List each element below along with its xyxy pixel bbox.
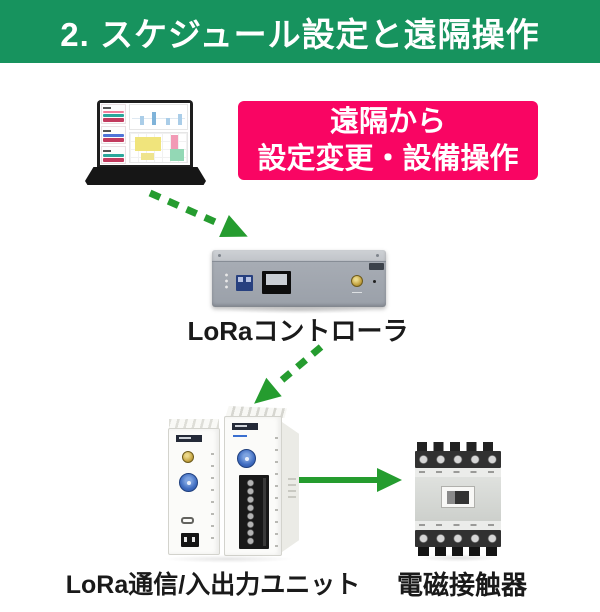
contactor-indicator-window [441,486,475,508]
dashboard-card-column [101,104,126,164]
unit-model-text [233,435,247,437]
contactor-image [414,442,502,562]
unit-label-strip [176,435,202,442]
dashboard-schedule-chart [129,132,188,163]
callout-line2: 設定変更・設備操作 [257,142,519,175]
antenna-connector-icon [182,451,194,463]
io-terminal-block-icon [239,475,269,549]
terminal-label-strip [415,468,501,477]
units-shadow [163,555,293,563]
power-connector-icon [181,533,199,547]
lora-controller-image [212,250,386,307]
dashboard-line-chart [129,104,188,130]
device-label-chip [369,263,384,270]
remote-operation-callout: 遠隔から 設定変更・設備操作 [238,101,538,180]
chart-baseline [132,118,185,119]
controller-shadow [222,306,376,314]
io-unit [224,416,282,556]
chart-mark [140,116,144,125]
antenna-connector-icon [351,275,363,287]
top-terminal-row [415,451,501,468]
schedule-block [141,153,154,160]
card-bar [103,158,124,162]
arrow-laptop-to-controller-icon [148,189,248,237]
terminal-screws [244,479,257,545]
usb-port-icon [181,517,194,524]
section-title: 2. スケジュール設定と遠隔操作 [60,15,540,53]
unit-label-strip [232,423,258,430]
laptop-base [85,167,206,185]
lora-units-image [155,398,305,564]
ethernet-port-icon [262,271,291,294]
terminal-separators [417,442,499,451]
laptop-dashboard [100,103,190,165]
card-caption [103,130,111,132]
units-label: LoRa通信/入出力ユニット [65,571,361,599]
indicator-slider [447,491,469,504]
unit-markings [275,437,278,549]
rotary-dial-icon [237,449,256,468]
chart-mark [152,112,156,125]
contactor-shadow [418,554,498,562]
reset-button-icon [373,280,376,283]
dashboard-card [101,104,126,124]
chart-mark [166,118,170,125]
laptop-screen [97,100,193,167]
terminal-label-strip [415,521,501,530]
card-caption [103,107,111,109]
unit-markings [211,453,214,545]
unit-top-vents [225,406,287,418]
contactor-label: 電磁接触器 [396,570,527,600]
controller-seam [212,261,386,262]
section-header: 2. スケジュール設定と遠隔操作 [0,0,600,63]
unit-side-panel [282,422,299,552]
unit-side-vents [288,478,296,502]
screw-icon [218,254,221,257]
card-bar [103,134,124,137]
arrow-units-to-contactor-icon [288,468,402,492]
screw-icon [376,254,379,257]
card-bar [103,154,124,157]
card-bar [103,111,124,113]
card-bar [103,118,124,122]
power-terminal-icon [236,275,253,291]
schedule-block [170,149,184,161]
contactor-feet [418,547,498,556]
port-caption [352,292,362,293]
dashboard-card [101,126,126,144]
status-leds-icon [225,273,228,289]
contactor-body [415,477,501,521]
card-bar [103,114,124,117]
chart-mark [178,114,182,125]
dashboard-card [101,146,126,164]
controller-label: LoRaコントローラ [187,316,409,346]
lora-comm-unit [168,428,220,555]
card-bar [103,138,124,142]
schedule-block [135,137,161,151]
rotary-dial-icon [179,473,198,492]
callout-line1: 遠隔から [329,105,446,138]
bottom-terminal-row [415,530,501,547]
arrow-controller-to-units-icon [254,344,324,404]
unit-top-vents [169,419,219,428]
schedule-block [171,135,178,151]
card-caption [103,150,111,152]
